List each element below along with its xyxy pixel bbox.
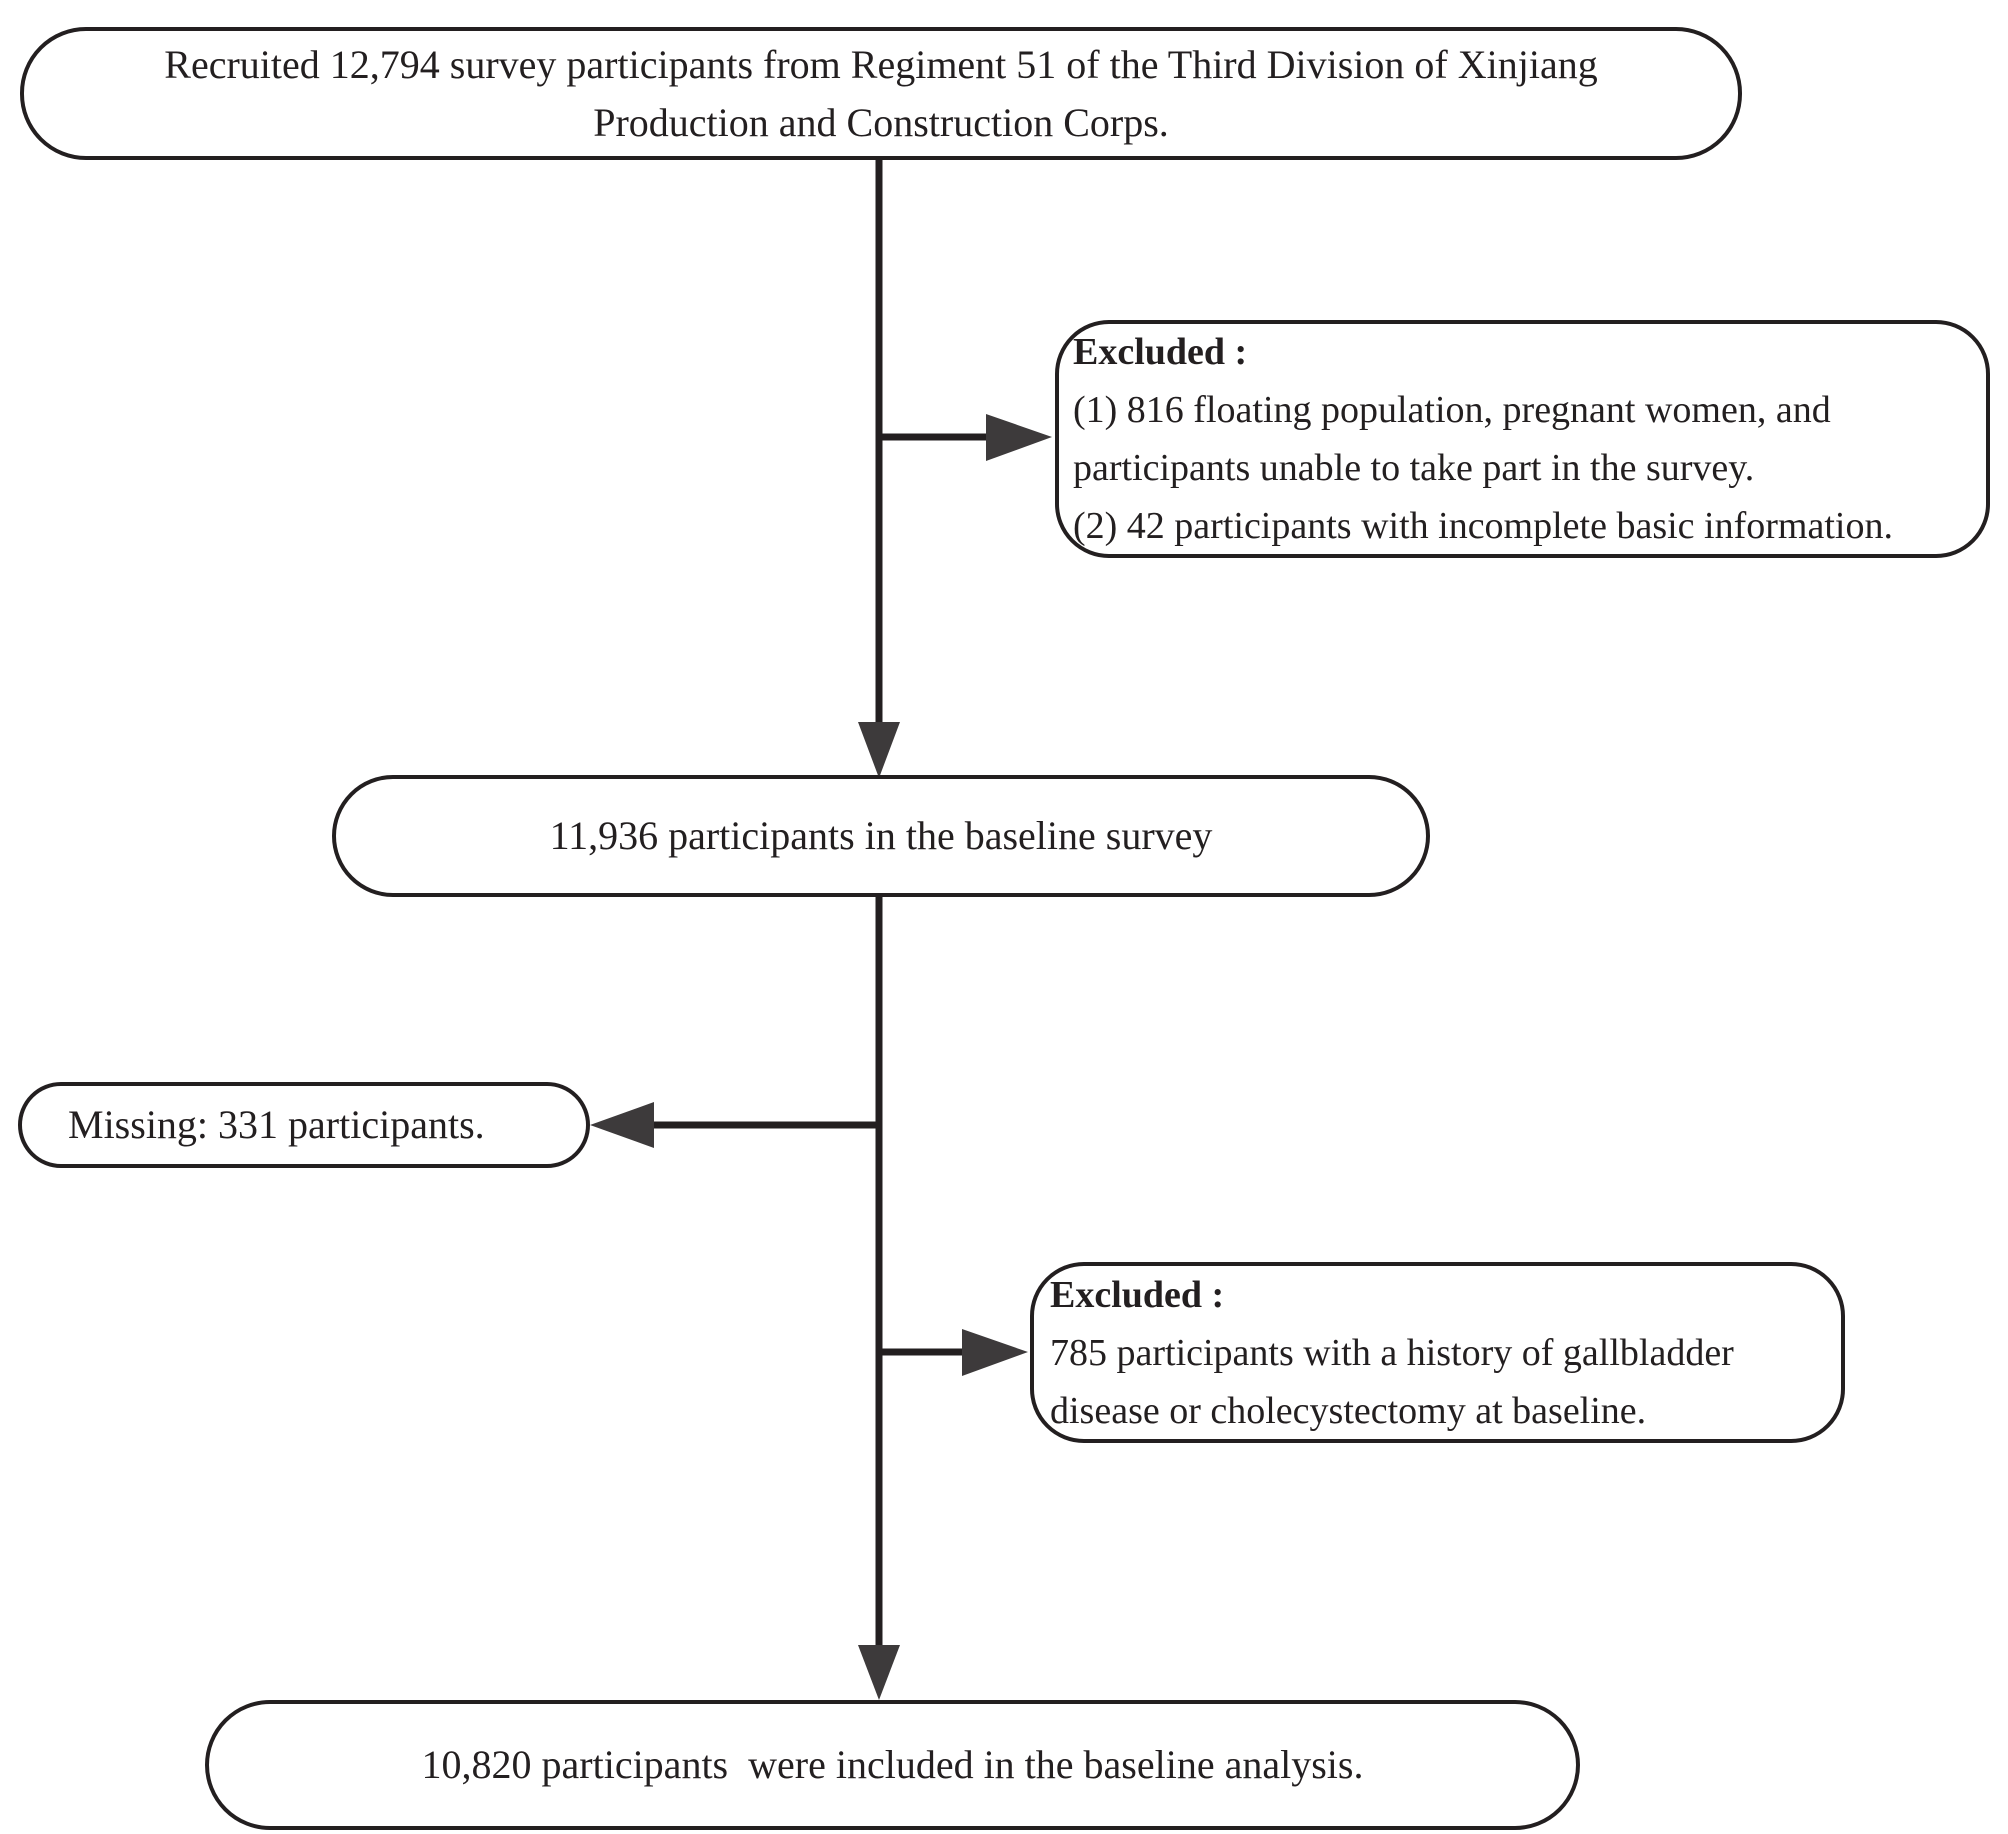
arrowhead-into-baseline <box>858 722 900 778</box>
node-excluded-1-heading: Excluded : <box>1073 331 1248 373</box>
node-excluded-2-line-1: 785 participants with a history of gallb… <box>1050 1331 1734 1374</box>
node-included-in-analysis: 10,820 participants were included in the… <box>205 1700 1580 1830</box>
node-excluded-2: Excluded : 785 participants with a histo… <box>1030 1262 1845 1443</box>
node-recruited-line-1: Recruited 12,794 survey participants fro… <box>164 41 1598 87</box>
node-included-in-analysis-line-1: 10,820 participants were included in the… <box>421 1742 1364 1787</box>
node-excluded-1-line-1: (1) 816 floating population, pregnant wo… <box>1073 389 1831 431</box>
node-recruited-line-2: Production and Construction Corps. <box>593 99 1169 145</box>
node-excluded-1: Excluded : (1) 816 floating population, … <box>1055 320 1990 558</box>
arrowhead-into-included <box>858 1645 900 1700</box>
node-recruited: Recruited 12,794 survey participants fro… <box>20 27 1742 160</box>
arrowhead-into-missing <box>590 1102 654 1148</box>
node-excluded-2-heading: Excluded : <box>1050 1273 1225 1316</box>
node-missing-line-1: Missing: 331 participants. <box>68 1102 485 1147</box>
node-baseline-survey: 11,936 participants in the baseline surv… <box>332 775 1430 897</box>
arrowhead-into-excluded-2 <box>962 1329 1028 1376</box>
node-missing: Missing: 331 participants. <box>18 1082 590 1168</box>
node-excluded-1-line-2: participants unable to take part in the … <box>1073 447 1755 489</box>
node-excluded-1-line-3: (2) 42 participants with incomplete basi… <box>1073 505 1893 547</box>
arrowhead-into-excluded-1 <box>986 414 1052 461</box>
node-excluded-2-line-2: disease or cholecystectomy at baseline. <box>1050 1389 1647 1432</box>
node-baseline-survey-line-1: 11,936 participants in the baseline surv… <box>549 813 1213 858</box>
